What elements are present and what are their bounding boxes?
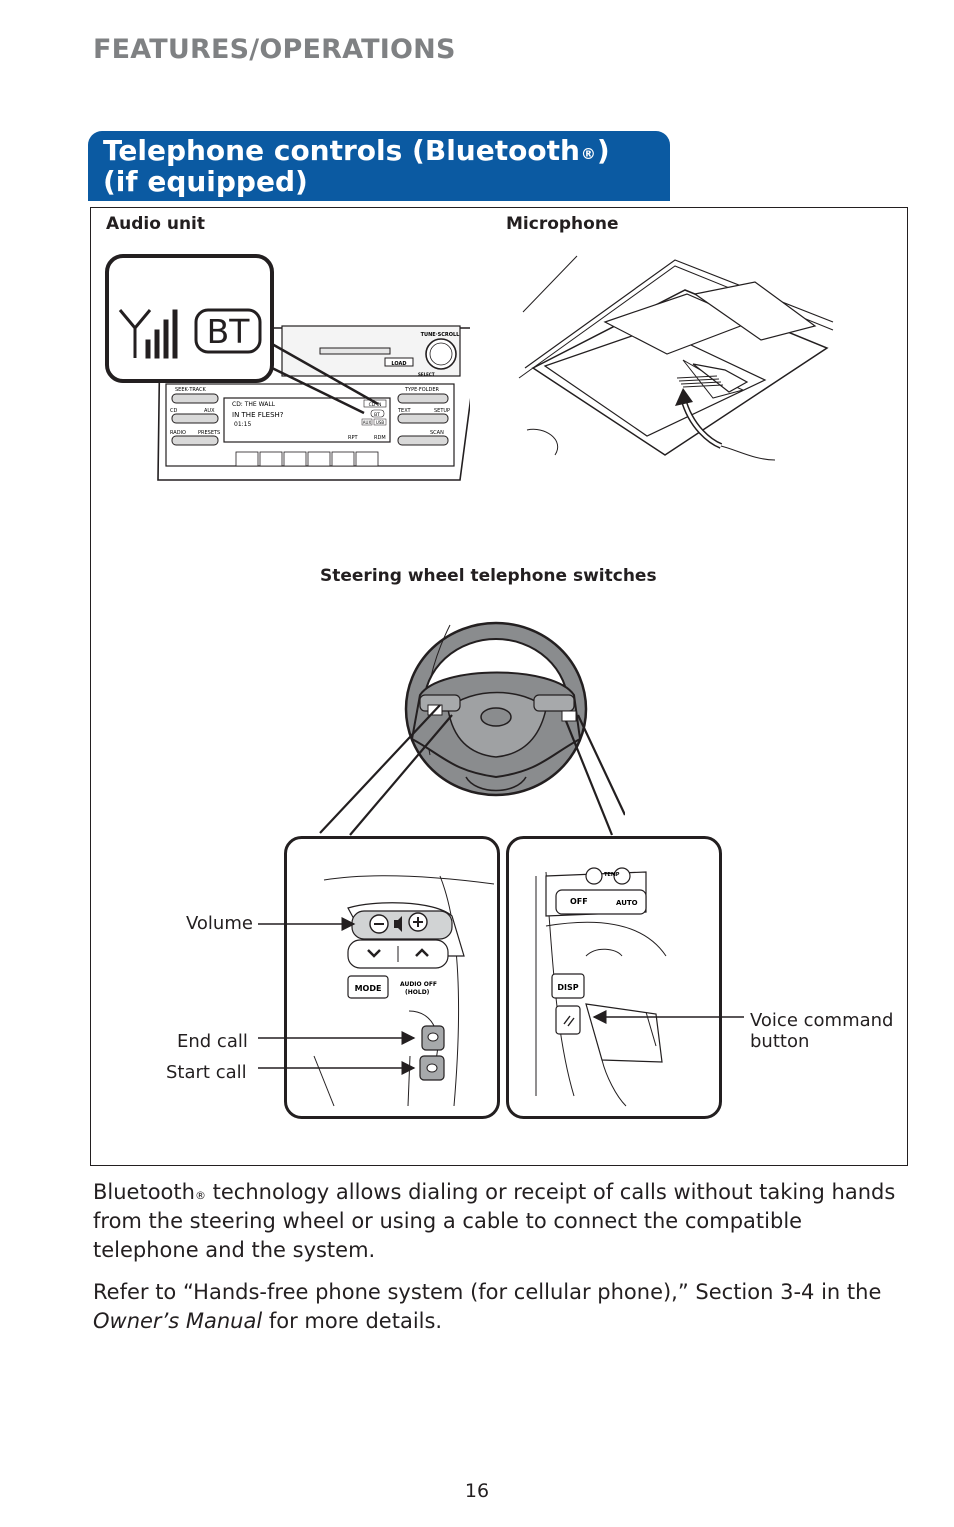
svg-text:OFF: OFF [570, 897, 588, 906]
svg-text:AUDIO OFF: AUDIO OFF [400, 981, 437, 988]
bluetooth-badge-icon [194, 308, 262, 354]
microphone-grille-icon [676, 375, 724, 388]
svg-text:BT: BT [374, 412, 380, 418]
body-paragraph-2: Refer to “Hands-free phone system (for c… [93, 1280, 882, 1333]
steering-wheel-illustration [319, 621, 625, 836]
svg-text:DISP: DISP [557, 983, 578, 992]
svg-text:01:15: 01:15 [234, 421, 251, 428]
section-header: FEATURES/OPERATIONS [93, 34, 456, 65]
voice-command-icon [563, 1015, 575, 1027]
end-call-icon [427, 1032, 439, 1042]
figure-box [90, 207, 908, 1166]
svg-text:SELECT: SELECT [418, 372, 435, 377]
audio-unit-label: Audio unit [106, 214, 206, 234]
end-call-callout: End call [177, 1031, 248, 1052]
chevron-up-icon [415, 948, 429, 957]
svg-text:TEXT: TEXT [397, 408, 412, 414]
speaker-icon [394, 916, 402, 932]
svg-text:TEMP: TEMP [604, 872, 620, 878]
left-switch-panel-illustration: MODE AUDIO OFF (HOLD) [284, 836, 500, 1119]
title-line-2: (if equipped) [103, 165, 308, 198]
voice-command-callout: Voice command button [750, 1010, 894, 1052]
svg-text:IN THE FLESH?: IN THE FLESH? [232, 411, 284, 419]
svg-text:USB: USB [376, 420, 384, 425]
title-line-1: Telephone controls (Bluetooth®) [103, 134, 610, 167]
svg-text:SEEK·TRACK: SEEK·TRACK [175, 387, 207, 393]
svg-text:RDM: RDM [374, 435, 386, 441]
bt-badge-text: BT [207, 312, 251, 351]
body-paragraph-1: Bluetooth® technology allows dialing or … [93, 1180, 896, 1262]
svg-text:CD IN: CD IN [369, 402, 382, 408]
svg-text:TUNE·SCROLL: TUNE·SCROLL [421, 332, 461, 338]
volume-callout: Volume [186, 913, 253, 934]
svg-text:AUTO: AUTO [616, 899, 638, 907]
svg-text:RPT: RPT [348, 435, 358, 441]
svg-text:LOAD: LOAD [391, 361, 406, 367]
microphone-illustration [518, 255, 834, 461]
callout-leaders [258, 917, 744, 1075]
start-call-callout: Start call [166, 1062, 247, 1083]
svg-text:CD: CD [170, 408, 177, 414]
svg-text:RADIO: RADIO [170, 430, 186, 436]
svg-text:AUX: AUX [204, 408, 215, 414]
start-call-icon [426, 1063, 438, 1073]
page-number: 16 [464, 1480, 490, 1502]
signal-strength-icon [118, 309, 178, 359]
svg-text:AUX: AUX [363, 420, 372, 425]
svg-text:MODE: MODE [355, 984, 382, 993]
chevron-down-icon [367, 949, 381, 958]
microphone-label: Microphone [506, 214, 619, 234]
section-title-tab: Telephone controls (Bluetooth®) (if equi… [88, 131, 670, 201]
svg-text:PRESETS: PRESETS [198, 430, 220, 436]
svg-text:SCAN: SCAN [430, 430, 444, 436]
svg-text:(HOLD): (HOLD) [405, 989, 430, 996]
svg-text:CD: THE WALL: CD: THE WALL [232, 401, 276, 408]
voice-command-button [555, 1005, 581, 1035]
svg-text:SETUP: SETUP [434, 408, 450, 414]
audio-unit-illustration: LOAD TUNE·SCROLL SELECT SEEK·TRACK TYPE·… [105, 254, 470, 481]
svg-text:TYPE·FOLDER: TYPE·FOLDER [404, 387, 439, 393]
steering-switches-label: Steering wheel telephone switches [320, 566, 657, 586]
